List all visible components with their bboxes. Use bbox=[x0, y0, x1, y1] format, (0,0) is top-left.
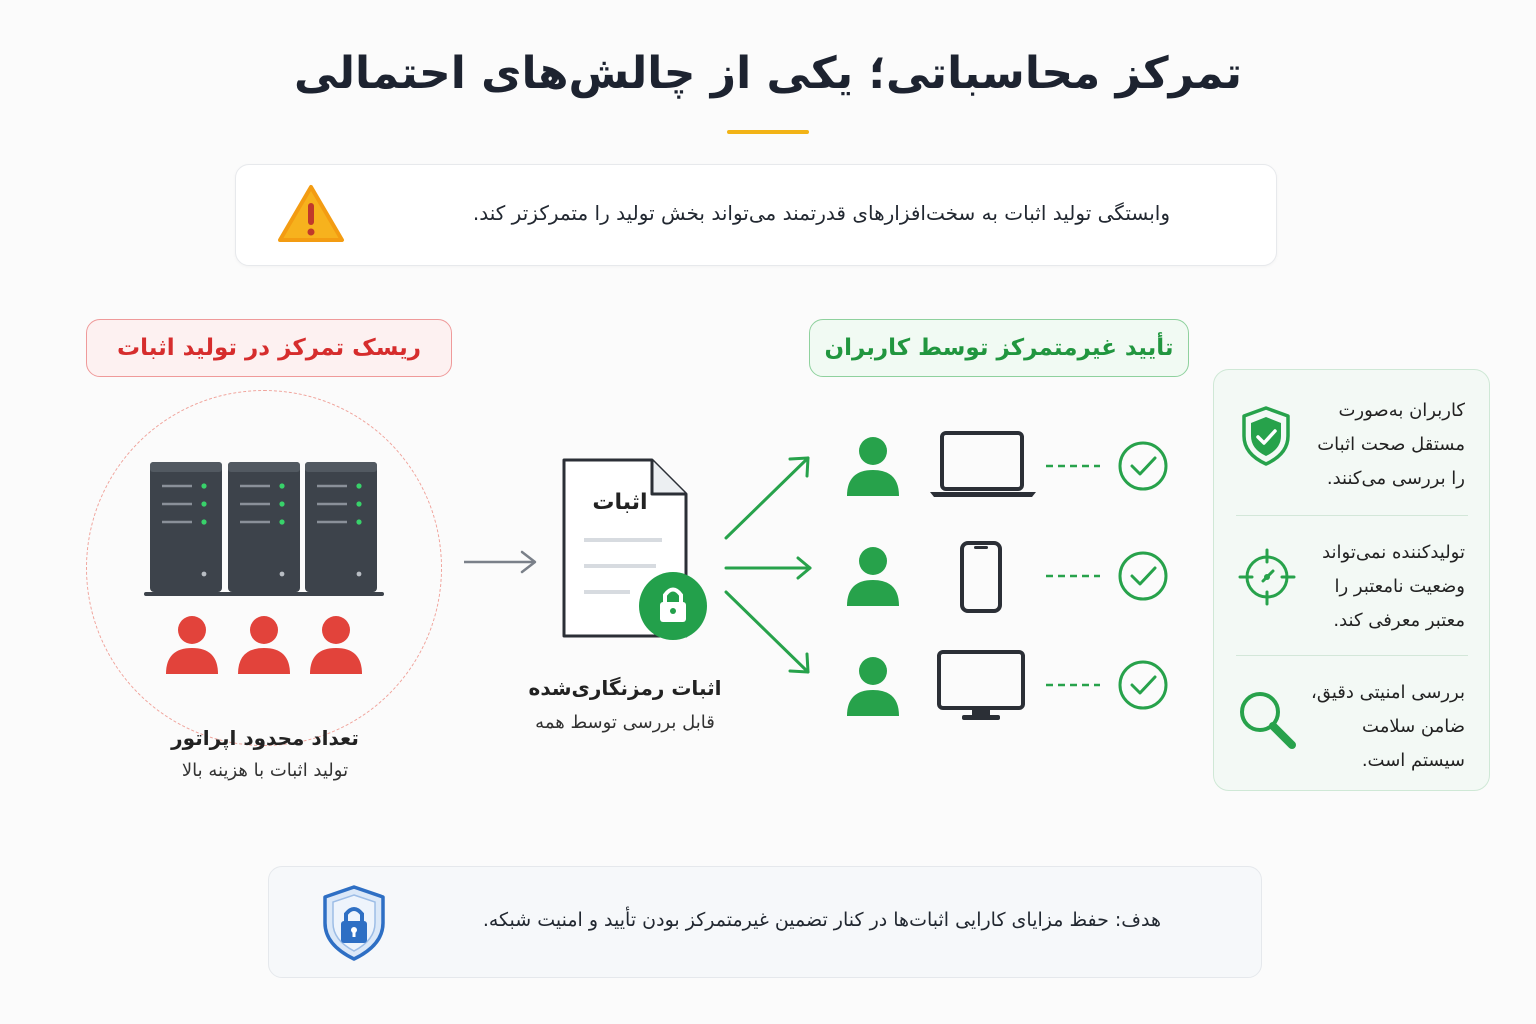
divider bbox=[1236, 515, 1468, 516]
warning-text: وابستگی تولید اثبات به سخت‌افزارهای قدرت… bbox=[472, 201, 1170, 225]
risk-caption-title: تعداد محدود اپراتور bbox=[171, 726, 359, 750]
user-icon bbox=[847, 547, 899, 606]
proof-caption-sub: قابل بررسی توسط همه bbox=[535, 712, 715, 733]
warning-icon bbox=[278, 185, 344, 242]
arrow-right-icon bbox=[464, 550, 537, 574]
proof-caption-title: اثبات رمزنگاری‌شده bbox=[528, 676, 722, 700]
shield-lock-icon bbox=[323, 885, 385, 961]
divider bbox=[1236, 655, 1468, 656]
goal-card: هدف: حفظ مزایای کارایی اثبات‌ها در کنار … bbox=[268, 866, 1262, 978]
benefit-text: بررسی امنیتی دقیق، ضامن سلامت سیستم است. bbox=[1311, 682, 1465, 771]
shield-check-icon bbox=[1242, 406, 1290, 466]
risk-circle bbox=[86, 390, 442, 746]
benefit-text: تولیدکننده نمی‌تواند وضعیت نامعتبر را مع… bbox=[1322, 542, 1465, 631]
operators-icon bbox=[166, 616, 362, 674]
risk-label: ریسک تمرکز در تولید اثبات bbox=[86, 319, 452, 377]
server-rack-icon bbox=[144, 462, 384, 596]
page-title: تمرکز محاسباتی؛ یکی از چالش‌های احتمالی bbox=[294, 48, 1242, 99]
proof-doc-label: اثبات bbox=[592, 490, 648, 515]
risk-caption-sub: تولید اثبات با هزینه بالا bbox=[181, 760, 349, 781]
distribution-arrows bbox=[724, 456, 812, 674]
user-icon bbox=[847, 657, 899, 716]
warning-card: وابستگی تولید اثبات به سخت‌افزارهای قدرت… bbox=[235, 164, 1277, 266]
user-icon bbox=[847, 437, 899, 496]
phone-icon bbox=[960, 541, 1002, 613]
benefits-panel: کاربران به‌صورت مستقل صحت اثبات را بررسی… bbox=[1213, 369, 1490, 791]
goal-text: هدف: حفظ مزایای کارایی اثبات‌ها در کنار … bbox=[482, 909, 1161, 931]
monitor-icon bbox=[937, 650, 1025, 720]
benefit-text: کاربران به‌صورت مستقل صحت اثبات را بررسی… bbox=[1317, 400, 1465, 489]
title-underline bbox=[727, 130, 809, 134]
target-icon bbox=[1238, 548, 1296, 606]
laptop-icon bbox=[930, 431, 1036, 497]
magnifier-icon bbox=[1240, 692, 1296, 749]
verify-label: تأیید غیرمتمرکز توسط کاربران bbox=[809, 319, 1189, 377]
proof-document-icon bbox=[562, 458, 707, 640]
verification-checks bbox=[1046, 441, 1168, 710]
